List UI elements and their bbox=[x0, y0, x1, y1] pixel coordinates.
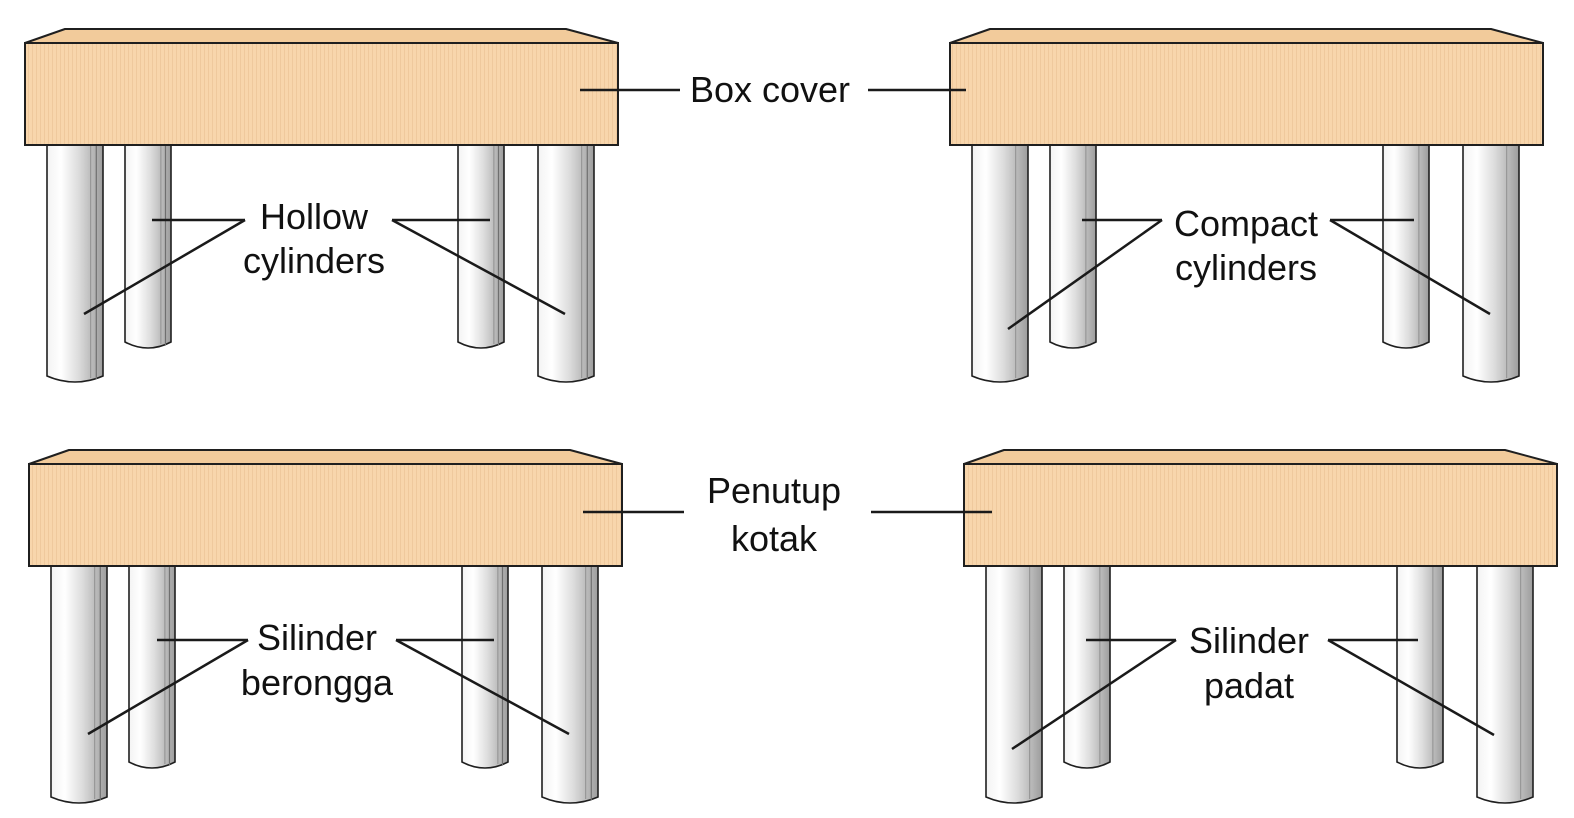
box-padat bbox=[963, 449, 1558, 804]
label-padat-line2: padat bbox=[1204, 665, 1294, 706]
box-compact bbox=[949, 28, 1544, 383]
box-padat-leg-front-left-body bbox=[985, 563, 1043, 804]
box-hollow-leg-back-right-body bbox=[457, 142, 505, 349]
box-compact-leg-back-left bbox=[1049, 142, 1097, 349]
label-compact-line2: cylinders bbox=[1175, 247, 1317, 288]
label-berongga-line2: berongga bbox=[241, 662, 394, 703]
box-berongga-cover-top bbox=[28, 449, 623, 465]
box-compact-cover-top bbox=[949, 28, 1544, 44]
box-padat-leg-back-left bbox=[1063, 563, 1111, 769]
box-padat-leg-front-right-body bbox=[1476, 563, 1534, 804]
box-compact-leg-front-left-body bbox=[971, 142, 1029, 383]
box-padat-leg-back-left-body bbox=[1063, 563, 1111, 769]
label-hollow-line1: Hollow bbox=[260, 196, 369, 237]
leader-berongga-outer-right bbox=[395, 638, 570, 736]
label-penutup-line1: Penutup bbox=[707, 470, 841, 511]
box-padat-leg-back-right-body bbox=[1396, 563, 1444, 769]
box-hollow-leg-front-left bbox=[46, 142, 104, 383]
label-penutup-line2: kotak bbox=[731, 518, 818, 559]
box-compact-leg-back-left-body bbox=[1049, 142, 1097, 349]
box-compact-cover-front bbox=[949, 42, 1544, 146]
box-berongga-leg-front-right-body bbox=[541, 563, 599, 804]
box-hollow bbox=[24, 28, 619, 383]
leader-padat-outer-right bbox=[1327, 638, 1495, 737]
box-compact-leg-back-right bbox=[1382, 142, 1430, 349]
label-hollow-line2: cylinders bbox=[243, 240, 385, 281]
box-hollow-leg-back-right bbox=[457, 142, 505, 349]
leader-lines bbox=[83, 88, 1495, 751]
box-hollow-cover-top bbox=[24, 28, 619, 44]
leader-hollow-outer-right bbox=[391, 218, 566, 316]
leader-hollow-outer-left bbox=[83, 218, 246, 316]
box-berongga-leg-front-right bbox=[541, 563, 599, 804]
box-compact-leg-front-right-body bbox=[1462, 142, 1520, 383]
leader-compact-outer-left bbox=[1007, 218, 1163, 331]
leader-compact-outer-right bbox=[1329, 218, 1491, 316]
box-hollow-leg-back-left-body bbox=[124, 142, 172, 349]
box-compact-leg-front-right bbox=[1462, 142, 1520, 383]
box-hollow-cover-front bbox=[24, 42, 619, 146]
label-berongga-line1: Silinder bbox=[257, 617, 377, 658]
box-padat-leg-front-right bbox=[1476, 563, 1534, 804]
label-box-cover: Box cover bbox=[690, 69, 850, 110]
leader-berongga-outer-left bbox=[87, 638, 249, 736]
box-compact-leg-front-left bbox=[971, 142, 1029, 383]
boxes-layer bbox=[24, 28, 1558, 804]
box-hollow-leg-front-left-body bbox=[46, 142, 104, 383]
box-hollow-leg-front-right-body bbox=[537, 142, 595, 383]
box-berongga-cover-front bbox=[28, 463, 623, 567]
box-padat-leg-back-right bbox=[1396, 563, 1444, 769]
box-berongga-leg-back-right-body bbox=[461, 563, 509, 769]
box-berongga-leg-front-left-body bbox=[50, 563, 108, 804]
label-compact-line1: Compact bbox=[1174, 203, 1318, 244]
labels: Box cover Hollow cylinders Compact cylin… bbox=[241, 69, 1318, 706]
box-berongga-leg-back-right bbox=[461, 563, 509, 769]
box-hollow-leg-back-left bbox=[124, 142, 172, 349]
leader-padat-outer-left bbox=[1011, 638, 1177, 751]
box-berongga-leg-back-left bbox=[128, 563, 176, 769]
box-compact-leg-back-right-body bbox=[1382, 142, 1430, 349]
box-berongga-leg-front-left bbox=[50, 563, 108, 804]
box-padat-cover-top bbox=[963, 449, 1558, 465]
box-padat-leg-front-left bbox=[985, 563, 1043, 804]
box-berongga bbox=[28, 449, 623, 804]
box-padat-cover-front bbox=[963, 463, 1558, 567]
box-hollow-leg-front-right bbox=[537, 142, 595, 383]
box-berongga-leg-back-left-body bbox=[128, 563, 176, 769]
label-padat-line1: Silinder bbox=[1189, 620, 1309, 661]
